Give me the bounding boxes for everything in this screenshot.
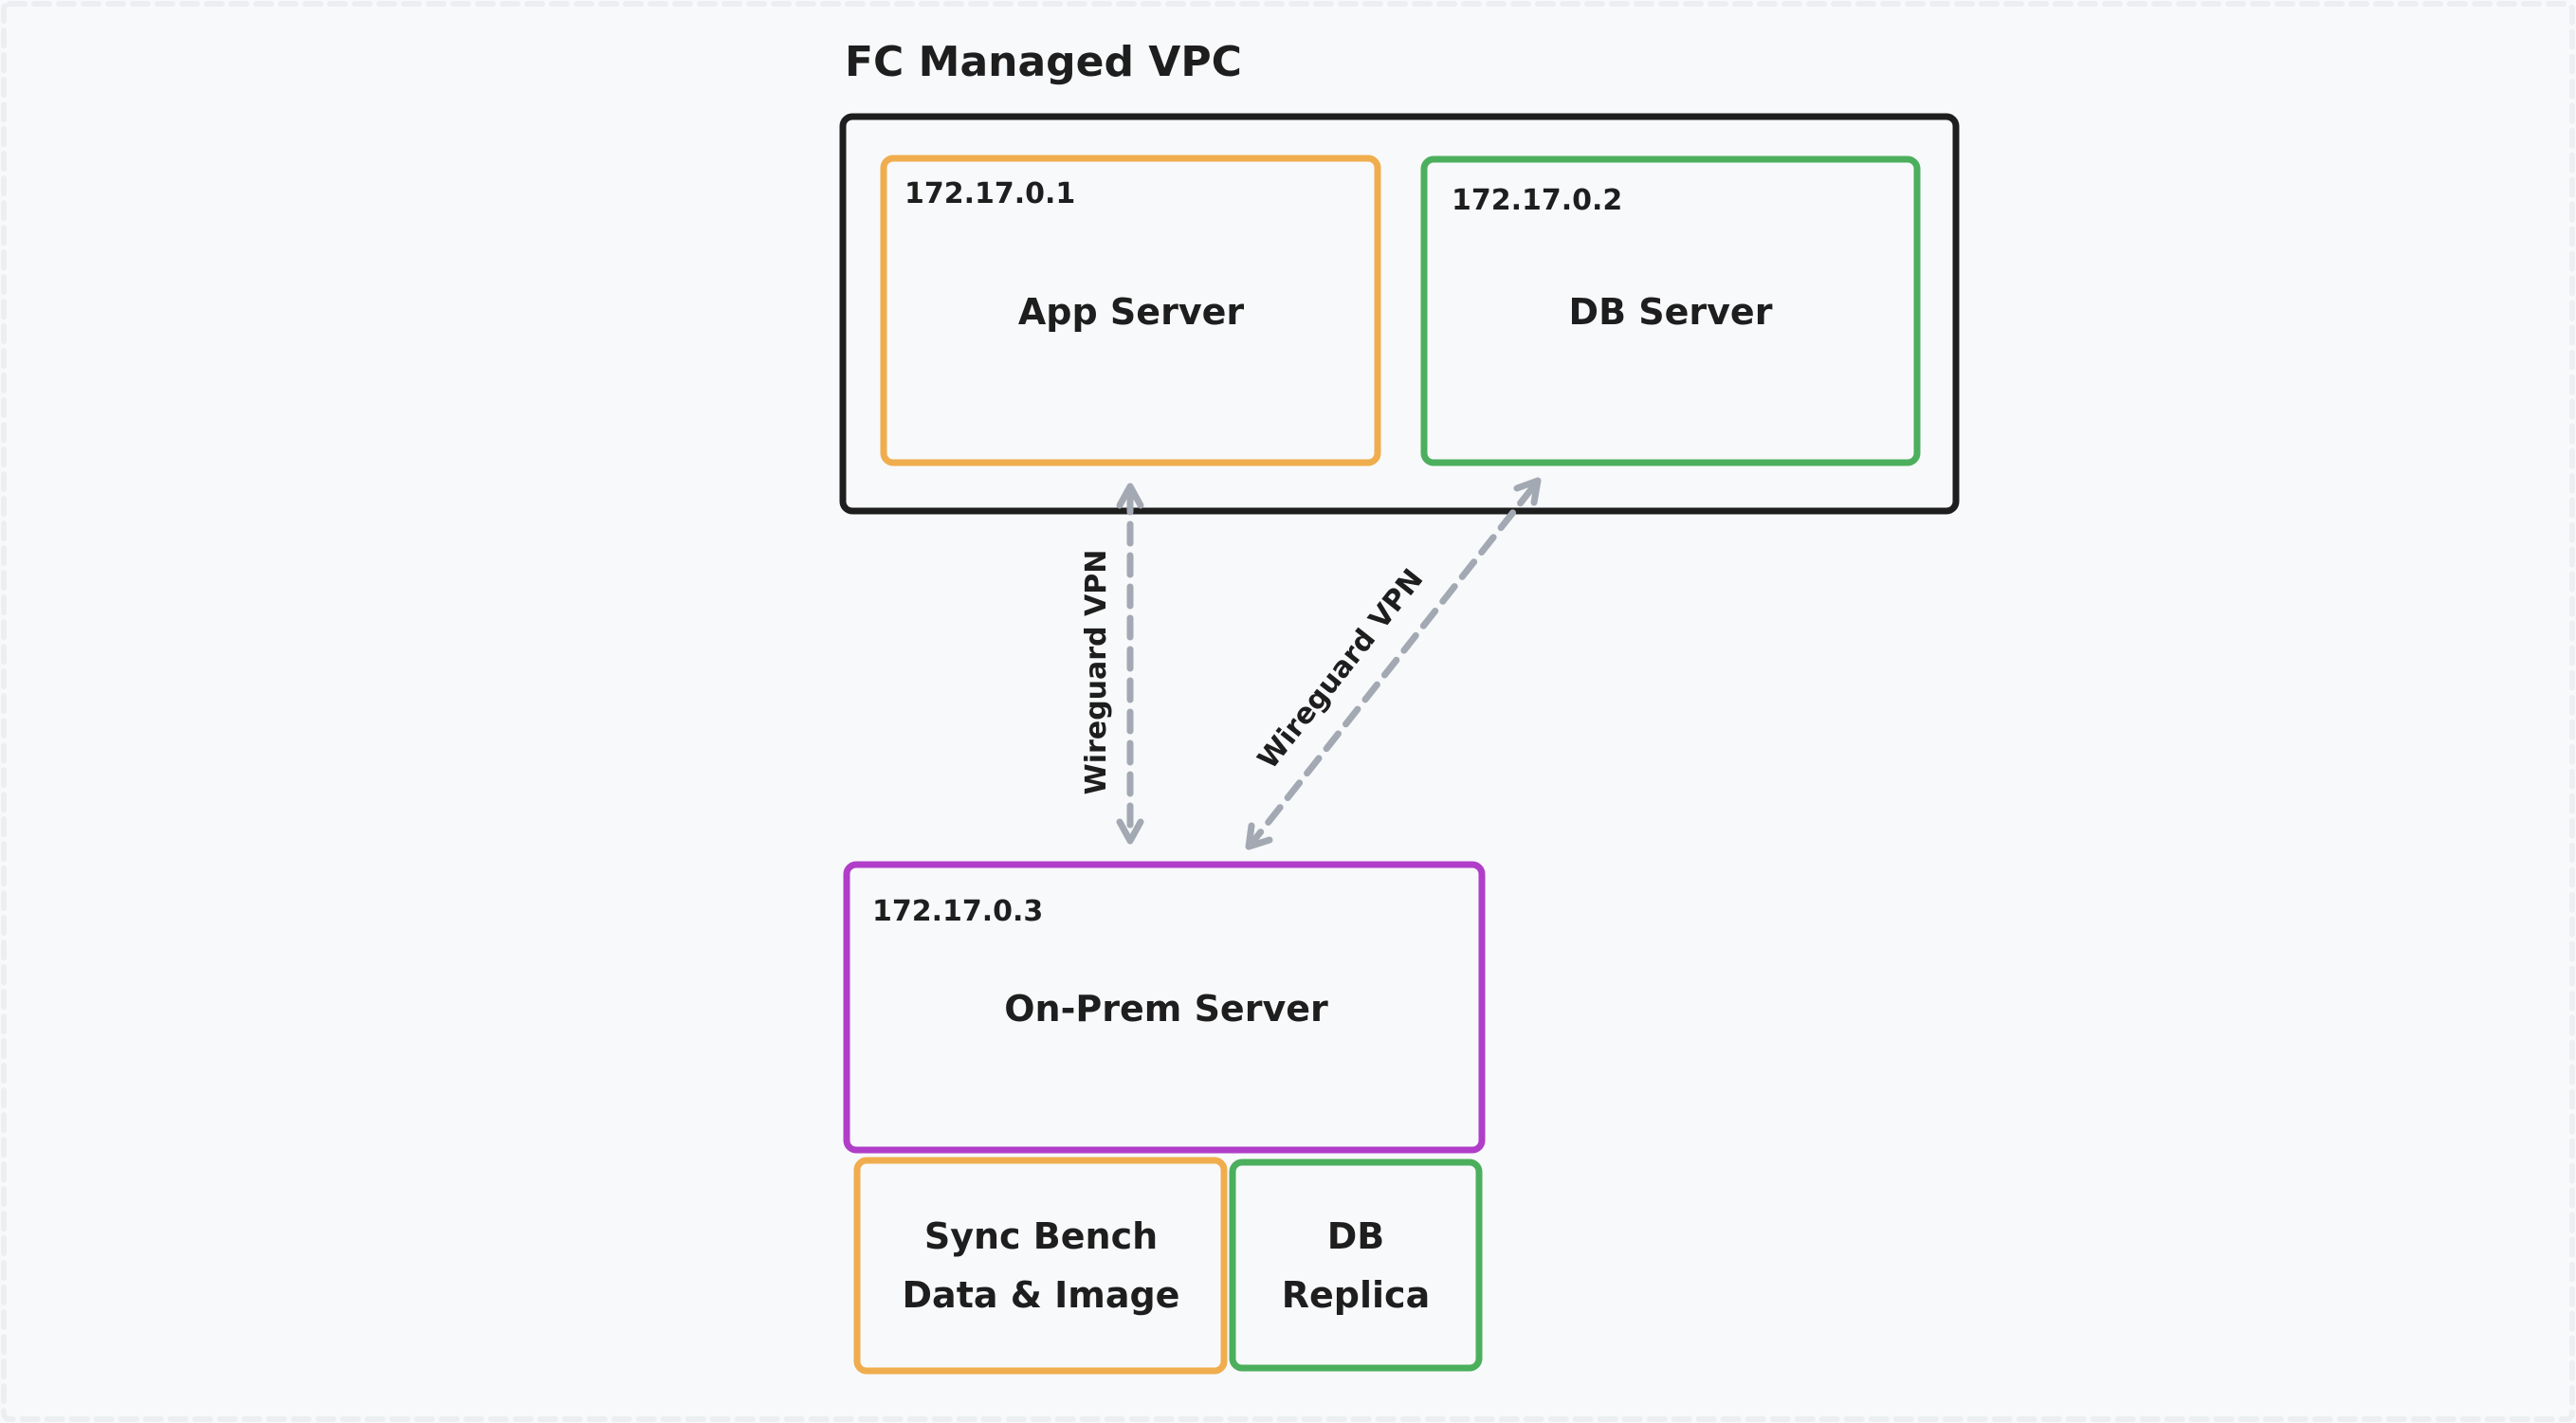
on-prem-server-ip: 172.17.0.3 <box>872 895 1043 928</box>
sync-bench-box[interactable] <box>853 1157 1228 1375</box>
arrowhead-up-icon <box>1116 483 1144 509</box>
sync-bench-label-line2: Data & Image <box>903 1274 1180 1316</box>
db-replica-box[interactable] <box>1229 1158 1483 1372</box>
app-server-label: App Server <box>1018 291 1244 333</box>
on-prem-server-node[interactable]: 172.17.0.3 On-Prem Server <box>843 861 1486 1154</box>
arrowhead-down-icon <box>1116 818 1144 845</box>
db-server-label: DB Server <box>1569 291 1773 333</box>
app-server-node[interactable]: 172.17.0.1 App Server <box>880 155 1381 466</box>
vpn-connection-app[interactable]: Wireguard VPN <box>1080 483 1144 845</box>
app-server-box[interactable] <box>880 155 1381 466</box>
on-prem-server-label: On-Prem Server <box>1004 988 1328 1030</box>
arrowhead-down-left-icon <box>1245 822 1273 850</box>
vpn-label-db: Wireguard VPN <box>1251 563 1430 775</box>
vpn-line-db[interactable] <box>1251 484 1536 844</box>
vpc-title: FC Managed VPC <box>845 38 1242 86</box>
sync-bench-label-line1: Sync Bench <box>924 1215 1158 1257</box>
arrowhead-up-right-icon <box>1513 477 1542 506</box>
on-prem-server-box[interactable] <box>843 861 1486 1154</box>
db-server-node[interactable]: 172.17.0.2 DB Server <box>1420 155 1921 466</box>
sync-bench-node[interactable]: Sync Bench Data & Image <box>853 1157 1228 1375</box>
db-replica-label-line2: Replica <box>1282 1274 1430 1316</box>
db-replica-label-line1: DB <box>1327 1215 1385 1257</box>
db-server-box[interactable] <box>1420 155 1921 466</box>
vpn-label-app: Wireguard VPN <box>1080 550 1113 795</box>
db-server-ip: 172.17.0.2 <box>1452 184 1622 217</box>
db-replica-node[interactable]: DB Replica <box>1229 1158 1483 1372</box>
vpn-connection-db[interactable]: Wireguard VPN <box>1245 477 1542 850</box>
app-server-ip: 172.17.0.1 <box>904 177 1075 210</box>
